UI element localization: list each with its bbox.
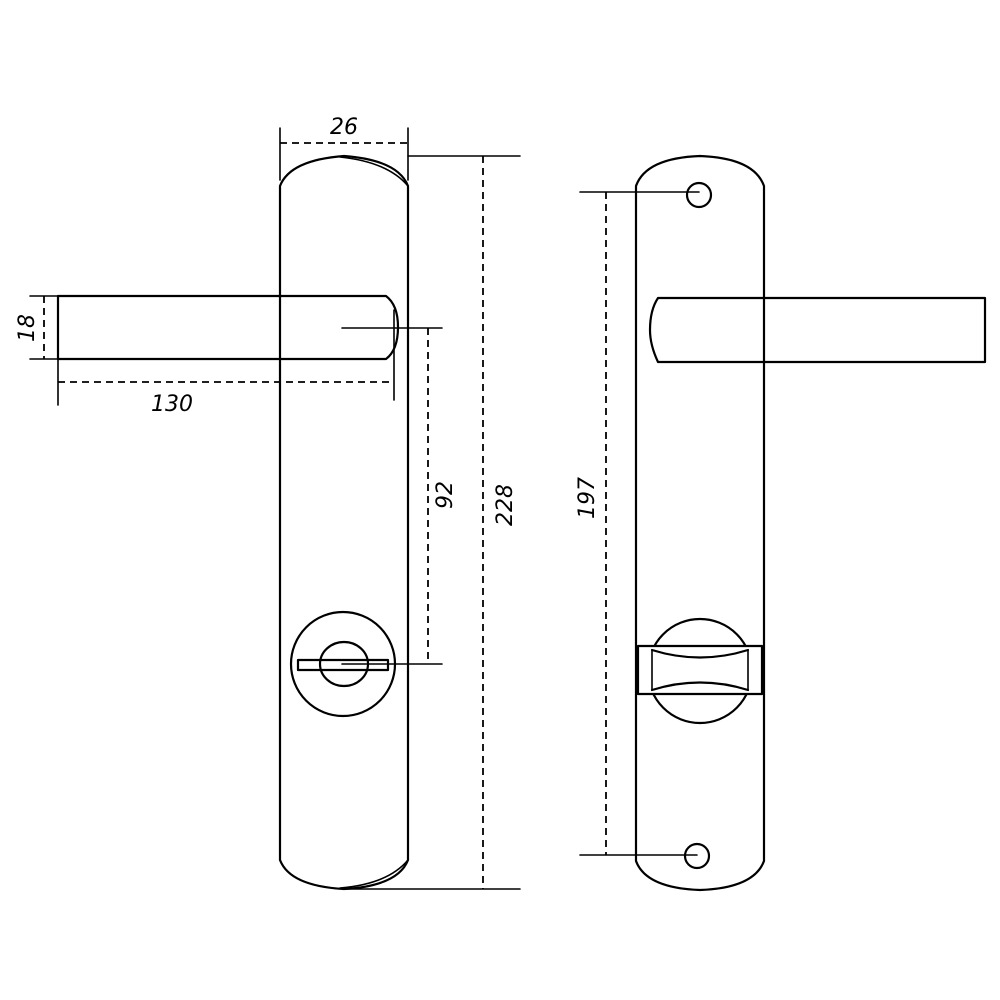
- dim-label-92: 92: [433, 481, 458, 509]
- dimension-plate-width: 26: [279, 115, 409, 181]
- front-view: 197: [575, 154, 987, 892]
- side-view: 26 18 130 92 228: [15, 115, 521, 891]
- side-backplate-bottom-curve: [339, 859, 409, 889]
- dim-label-18: 18: [15, 314, 40, 342]
- thumbturn-lower-curve: [650, 681, 750, 692]
- dimension-handle-to-lock: 92: [427, 328, 458, 664]
- bottom-screw-hole: [683, 842, 711, 870]
- dim-label-26: 26: [330, 115, 358, 140]
- dim-label-197: 197: [575, 477, 600, 519]
- dimension-handle-length: 130: [57, 309, 395, 417]
- dimension-handle-thickness: 18: [15, 295, 59, 360]
- front-lever-handle: [648, 296, 987, 364]
- side-backplate-top-curve: [339, 156, 409, 187]
- side-backplate: [278, 154, 410, 891]
- top-screw-hole: [685, 181, 713, 209]
- dim-label-130: 130: [151, 392, 193, 417]
- dim-label-228: 228: [493, 484, 518, 526]
- thumbturn-upper-curve: [650, 648, 750, 659]
- side-lever-handle: [56, 294, 400, 361]
- side-lock-thumbturn-bar: [296, 658, 390, 672]
- dimension-plate-height: 228: [343, 155, 521, 890]
- dimension-screw-spacing: 197: [575, 191, 700, 856]
- front-thumbturn: [636, 644, 764, 696]
- front-backplate: [634, 154, 766, 892]
